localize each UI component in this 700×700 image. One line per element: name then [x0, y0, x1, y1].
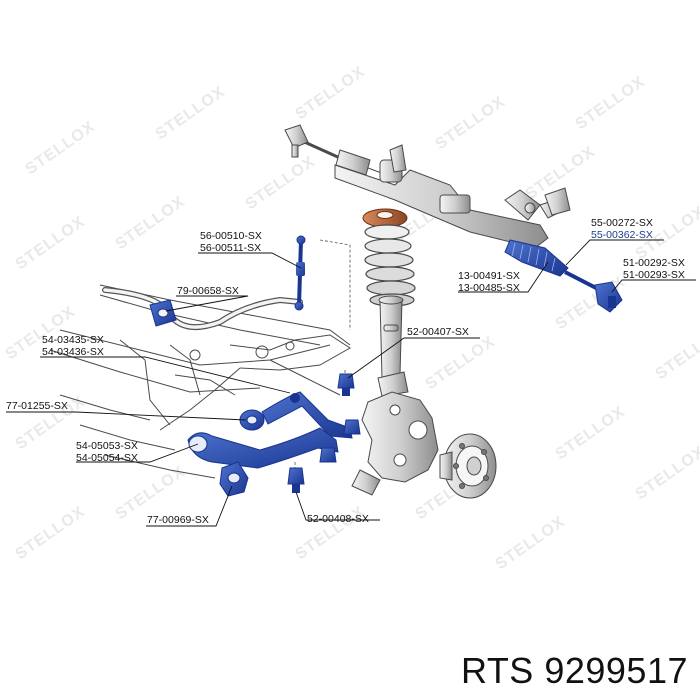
label-52-00408: 52-00408-SX: [307, 513, 369, 525]
label-52-00407: 52-00407-SX: [407, 326, 469, 338]
part-caption: RTS 9299517: [461, 650, 688, 692]
upper-control-arm: [261, 391, 353, 439]
label-13-00485: 13-00485-SX: [458, 282, 520, 294]
tie-rod-end-left: [284, 124, 371, 176]
label-54-03436: 54-03436-SX: [42, 346, 104, 358]
tie-rod-end-right: [564, 270, 623, 313]
watermark-text: STELLOX: [553, 403, 629, 463]
arm-bushing-lower: [219, 461, 249, 497]
ball-joint-arm-lower: [319, 447, 337, 463]
leader-lines: [6, 239, 696, 527]
lower-control-arm: [187, 427, 339, 469]
watermark-text: STELLOX: [13, 503, 89, 563]
ball-joint-lower: [287, 467, 305, 493]
watermark-text: STELLOX: [293, 63, 369, 123]
label-51-00293: 51-00293-SX: [623, 269, 685, 281]
strut-mount: [362, 208, 408, 228]
steering-knuckle: [351, 391, 439, 496]
watermark-text: STELLOX: [573, 73, 649, 133]
label-56-00510: 56-00510-SX: [200, 230, 262, 242]
shock-absorber: [377, 295, 409, 397]
watermark-text: STELLOX: [433, 93, 509, 153]
watermark-text: STELLOX: [13, 213, 89, 273]
brand-name: RTS: [460, 650, 534, 691]
label-54-03435: 54-03435-SX: [42, 334, 104, 346]
label-77-01255: 77-01255-SX: [6, 400, 68, 412]
ball-joint-upper: [337, 373, 355, 396]
watermark-text: STELLOX: [653, 323, 700, 383]
label-79-00658: 79-00658-SX: [177, 285, 239, 297]
watermark-text: STELLOX: [423, 333, 499, 393]
part-labels: 56-00510-SX 56-00511-SX 79-00658-SX 54-0…: [6, 217, 685, 526]
stabilizer-bushing: [149, 299, 177, 327]
watermark-text: STELLOX: [23, 118, 99, 178]
label-55-00272: 55-00272-SX: [591, 217, 653, 229]
label-56-00511: 56-00511-SX: [200, 242, 261, 254]
label-54-05054: 54-05054-SX: [76, 452, 138, 464]
label-54-05053: 54-05053-SX: [76, 440, 138, 452]
wheel-hub: [439, 433, 497, 499]
label-55-00362: 55-00362-SX: [591, 229, 653, 241]
watermark-text: STELLOX: [633, 443, 700, 503]
label-77-00969: 77-00969-SX: [147, 514, 209, 526]
watermark-text: STELLOX: [243, 153, 319, 213]
watermark-text: STELLOX: [153, 83, 229, 143]
label-13-00491: 13-00491-SX: [458, 270, 520, 282]
label-51-00292: 51-00292-SX: [623, 257, 685, 269]
stabilizer-link: [294, 235, 306, 311]
watermark-text: STELLOX: [493, 513, 569, 573]
ball-joint-arm-upper: [343, 419, 361, 435]
rack-pinion: [389, 144, 571, 216]
stabilizer-bar: [102, 287, 303, 331]
watermark-text: STELLOX: [113, 193, 189, 253]
arm-bushing-upper: [239, 409, 265, 431]
steering-boot: [504, 239, 569, 277]
part-number: 9299517: [544, 650, 688, 691]
